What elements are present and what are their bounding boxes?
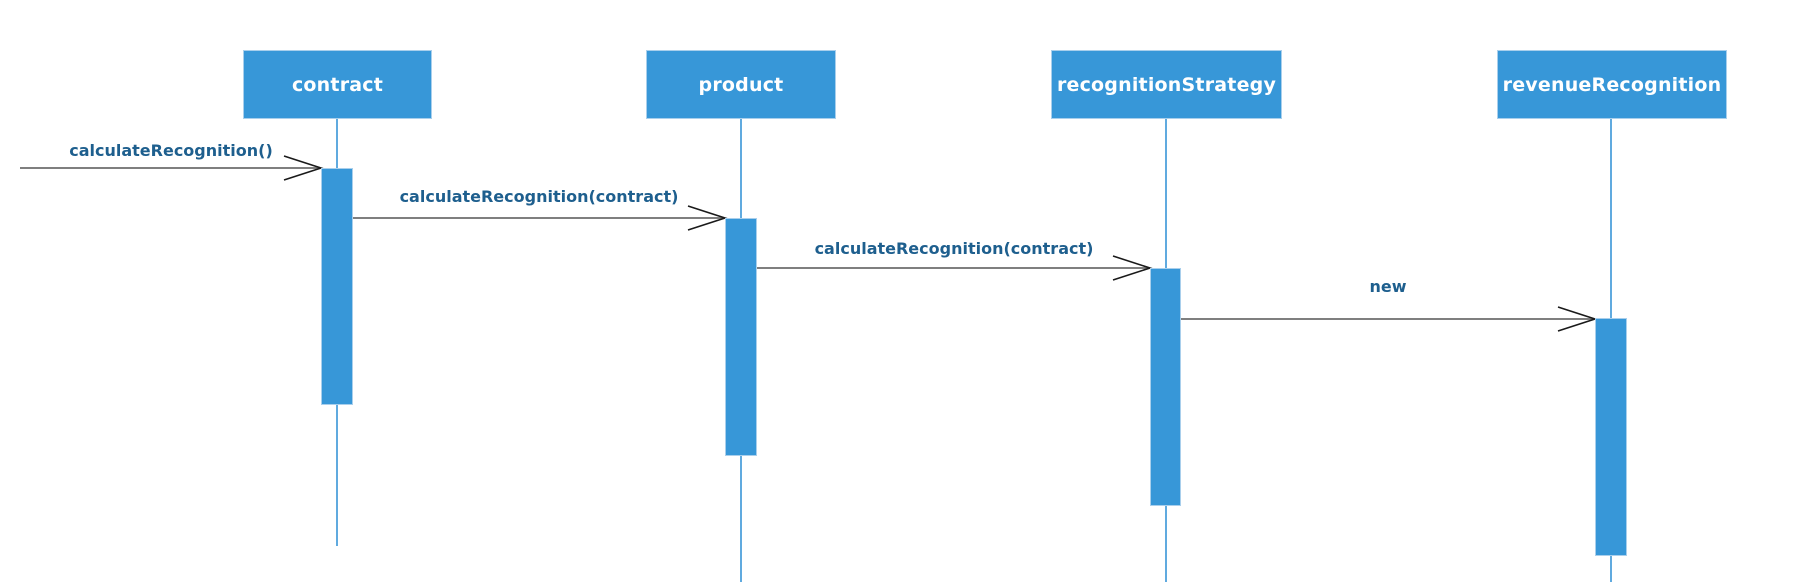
lifeline-label: revenueRecognition xyxy=(1502,73,1722,96)
lifeline-label: recognitionStrategy xyxy=(1056,73,1277,96)
message-label: calculateRecognition(contract) xyxy=(399,187,679,206)
message-label: new xyxy=(1369,277,1407,296)
activation-bar-revenueRecognition xyxy=(1595,318,1627,556)
activation-bar-product xyxy=(725,218,757,456)
activation-bar-contract xyxy=(321,168,353,405)
lifeline-label: contract xyxy=(291,73,384,96)
lifeline-label: product xyxy=(698,73,784,96)
message-label: calculateRecognition(contract) xyxy=(814,239,1094,258)
lifeline-header-recognitionStrategy: recognitionStrategy xyxy=(1051,50,1282,119)
lifeline-header-product: product xyxy=(646,50,836,119)
activation-bar-recognitionStrategy xyxy=(1150,268,1181,506)
message-label: calculateRecognition() xyxy=(69,141,273,160)
lifeline-header-revenueRecognition: revenueRecognition xyxy=(1497,50,1727,119)
lifeline-header-contract: contract xyxy=(243,50,432,119)
